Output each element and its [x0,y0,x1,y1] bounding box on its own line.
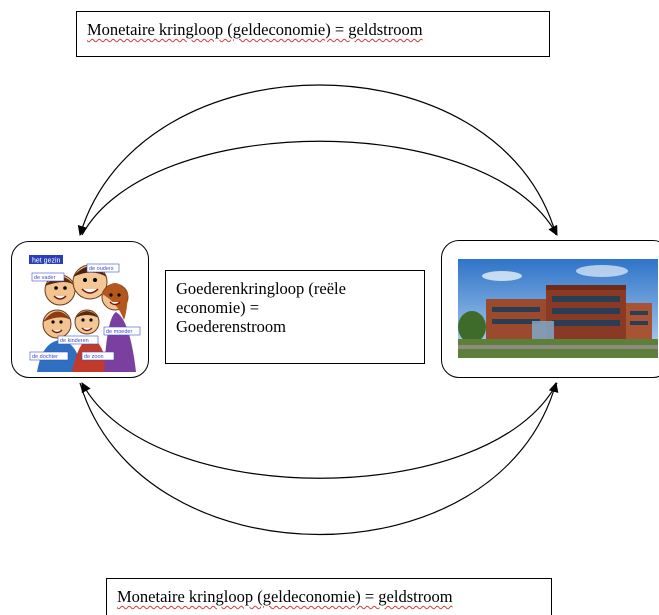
label-de-dochter: de dochter [32,354,58,360]
company-node [441,240,659,378]
label-de-ouders: de ouders [89,266,114,272]
goods-flow-arrow-top-inner [81,140,558,236]
money-flow-arrow-top-outer [77,84,557,236]
label-de-moeder: de moeder [106,329,132,335]
label-de-kinderen: de kinderen [60,338,89,344]
goods-flow-line-1: Goederenkringloop (reële [176,279,346,298]
family-illustration: het gezin de vader de ouders de kinderen… [29,255,141,372]
goods-flow-line-3: Goederenstroom [176,317,286,336]
money-flow-arrow-bottom-outer [79,382,559,536]
bottom-monetary-flow-box: Monetaire kringloop (geldeconomie) = gel… [106,578,552,615]
company-building-photo [458,259,658,358]
label-de-vader: de vader [34,275,56,281]
top-monetary-flow-text: Monetaire kringloop (geldeconomie) = gel… [87,20,423,39]
goods-flow-arrow-bottom-inner [81,382,558,479]
goods-flow-line-2: economie) = [176,298,260,317]
label-het-gezin: het gezin [32,258,61,265]
goods-flow-box: Goederenkringloop (reële economie) = Goe… [165,270,425,364]
household-node: het gezin de vader de ouders de kinderen… [11,241,149,378]
bottom-monetary-flow-text: Monetaire kringloop (geldeconomie) = gel… [117,587,453,606]
top-monetary-flow-box: Monetaire kringloop (geldeconomie) = gel… [76,11,550,57]
label-de-zoon: de zoon [84,354,104,360]
